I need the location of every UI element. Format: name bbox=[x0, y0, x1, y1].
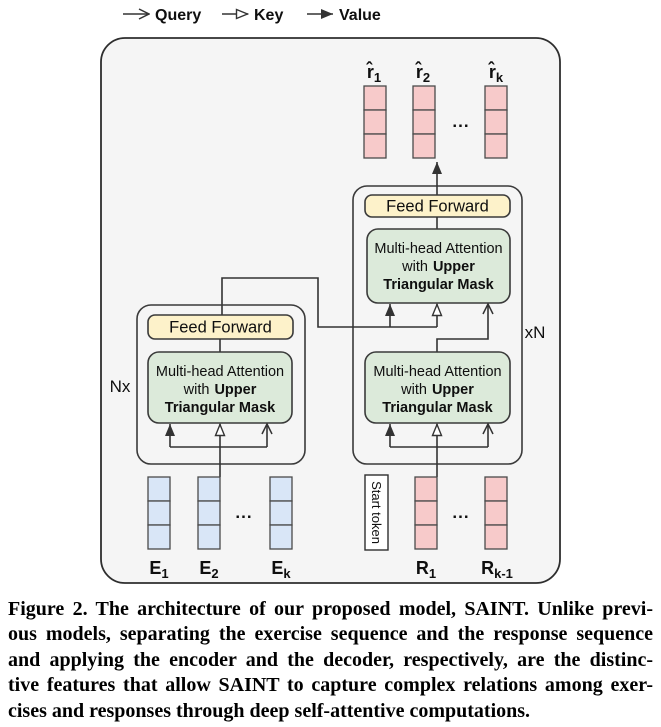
stack-cell bbox=[269, 524, 293, 550]
decoder-feed-forward-label: Feed Forward bbox=[386, 198, 489, 216]
output-stack-k bbox=[484, 85, 508, 159]
stack-cell bbox=[412, 109, 436, 135]
exercise-stack-k bbox=[269, 476, 293, 550]
stack-cell bbox=[197, 500, 221, 526]
output-stack-1 bbox=[363, 85, 387, 159]
start-token-box bbox=[364, 474, 389, 551]
response-label-r1: R1 bbox=[416, 558, 436, 581]
encoder-feed-forward-label: Feed Forward bbox=[169, 319, 272, 337]
stack-cell bbox=[197, 476, 221, 502]
svg-text:Multi-head Attention: Multi-head Attention bbox=[374, 241, 502, 257]
response-stack-1 bbox=[414, 476, 438, 550]
stack-cell bbox=[147, 476, 171, 502]
stack-cell bbox=[484, 500, 508, 526]
output-label-rk: r̂k bbox=[487, 61, 504, 85]
figure-caption-line: cises and responses through deep self-at… bbox=[8, 699, 531, 722]
decoder-repeat-label: xN bbox=[525, 323, 546, 342]
exercise-ellipsis: ... bbox=[235, 503, 252, 522]
output-stack-2 bbox=[412, 85, 436, 159]
start-token-label: Start token bbox=[369, 481, 384, 544]
decoder-input-arrows bbox=[385, 424, 488, 477]
exercise-stack-2 bbox=[197, 476, 221, 550]
stack-cell bbox=[363, 85, 387, 111]
stack-cell bbox=[484, 524, 508, 550]
response-ellipsis: ... bbox=[452, 503, 469, 522]
legend: Query Key Value bbox=[123, 7, 381, 24]
svg-text:Multi-head Attention: Multi-head Attention bbox=[156, 364, 284, 380]
stack-cell bbox=[412, 133, 436, 159]
legend-value-label: Value bbox=[339, 7, 381, 24]
legend-key-label: Key bbox=[254, 7, 283, 24]
exercise-label-ek: Ek bbox=[271, 558, 291, 581]
svg-text:Triangular Mask: Triangular Mask bbox=[165, 400, 276, 416]
stack-cell bbox=[484, 133, 508, 159]
figure-caption-line: Figure 2. The architecture of our propos… bbox=[8, 598, 653, 620]
stack-cell bbox=[269, 476, 293, 502]
stack-cell bbox=[414, 476, 438, 502]
exercise-stacks: ... E1 E2 Ek bbox=[147, 476, 293, 581]
legend-query-label: Query bbox=[155, 7, 201, 24]
stack-cell bbox=[363, 109, 387, 135]
output-label-r1: r̂1 bbox=[365, 61, 381, 85]
output-stacks: r̂1 r̂2 r̂k ... bbox=[363, 61, 508, 159]
output-ellipsis: ... bbox=[452, 112, 469, 131]
decoder-query-line bbox=[436, 304, 488, 352]
stack-cell bbox=[414, 500, 438, 526]
encoder-to-decoder-line bbox=[221, 277, 437, 328]
stack-cell bbox=[363, 133, 387, 159]
figure-caption-line: tive features that allow SAINT to captur… bbox=[8, 674, 653, 697]
svg-text:Multi-head Attention: Multi-head Attention bbox=[373, 364, 501, 380]
stack-cell bbox=[414, 524, 438, 550]
figure-caption: Figure 2. The architecture of our propos… bbox=[0, 597, 661, 724]
stack-cell bbox=[484, 476, 508, 502]
svg-text:Triangular Mask: Triangular Mask bbox=[383, 277, 494, 293]
response-stacks: Start token ... R1 Rk-1 bbox=[364, 474, 513, 581]
encoder-repeat-label: Nx bbox=[110, 377, 131, 396]
stack-cell bbox=[147, 500, 171, 526]
stack-cell bbox=[484, 109, 508, 135]
encoder-block bbox=[136, 304, 306, 465]
stack-cell bbox=[269, 500, 293, 526]
stack-cell bbox=[147, 524, 171, 550]
output-label-r2: r̂2 bbox=[414, 61, 430, 85]
exercise-label-e1: E1 bbox=[149, 558, 168, 581]
exercise-stack-1 bbox=[147, 476, 171, 550]
stack-cell bbox=[484, 85, 508, 111]
figure-caption-line: ous models, separating the exercise sequ… bbox=[8, 623, 653, 646]
svg-text:Triangular Mask: Triangular Mask bbox=[382, 400, 493, 416]
stack-cell bbox=[197, 524, 221, 550]
architecture-diagram: Query Key Value r̂1 r̂2 r̂k ... xN bbox=[100, 7, 561, 584]
stack-cell bbox=[412, 85, 436, 111]
encoder-input-arrows bbox=[165, 424, 267, 477]
figure-caption-line: and applying the encoder and the decoder… bbox=[8, 648, 653, 671]
response-stack-k1 bbox=[484, 476, 508, 550]
response-label-rk1: Rk-1 bbox=[481, 558, 513, 581]
exercise-label-e2: E2 bbox=[199, 558, 218, 581]
